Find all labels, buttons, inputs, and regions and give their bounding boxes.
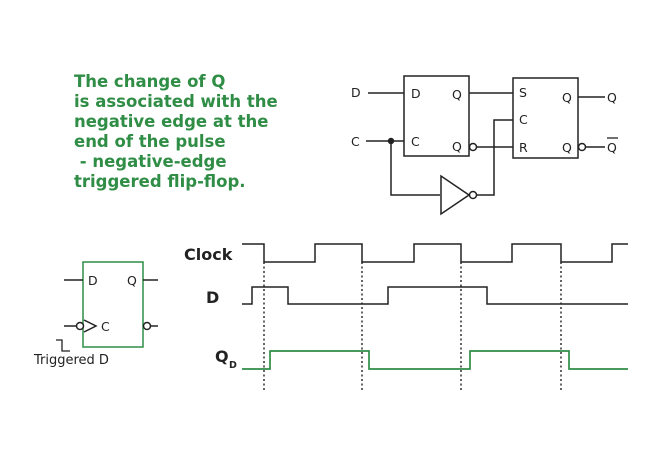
ff1-d-label: D <box>411 86 421 101</box>
q-waveform <box>242 350 628 370</box>
ff2-c-label: C <box>519 112 528 127</box>
edge-markers <box>263 262 562 392</box>
ff2-qbar-label: Q <box>562 140 572 155</box>
symbol-c-bubble <box>75 321 85 331</box>
ff1-qbar-label: Q <box>452 139 462 154</box>
description-line: is associated with the <box>74 92 278 111</box>
d-input-label: D <box>351 85 361 100</box>
symbol-q-label: Q <box>127 273 137 288</box>
d-signal-label: D <box>206 288 219 307</box>
d-waveform <box>242 286 628 305</box>
triggered-d-symbol <box>56 261 158 352</box>
ff2-s-label: S <box>519 85 527 100</box>
description-text: The change of Q is associated with the n… <box>74 72 278 192</box>
symbol-d-label: D <box>88 273 98 288</box>
qbar1-bubble <box>468 142 478 152</box>
clock-waveform <box>242 243 628 263</box>
symbol-box <box>82 261 144 348</box>
description-line: triggered flip-flop. <box>74 172 246 191</box>
symbol-caption: Triggered D <box>33 353 109 368</box>
circuit-schematic <box>366 75 618 216</box>
sr-latch-box <box>512 77 579 159</box>
symbol-clock-triangle <box>83 319 98 333</box>
description-line: end of the pulse <box>74 132 226 151</box>
symbol-c-label: C <box>101 319 110 334</box>
clock-label: Clock <box>184 245 233 264</box>
q-subscript: D <box>229 360 237 371</box>
ff2-q-label: Q <box>562 90 572 105</box>
qbar2-bubble <box>577 142 587 152</box>
inverter-gate <box>440 174 471 216</box>
symbol-qbar-bubble <box>142 321 152 331</box>
falling-edge-icon <box>56 339 70 352</box>
inverter-to-c-wire <box>477 119 513 196</box>
ff2-r-label: R <box>519 140 528 155</box>
qbar-output-label: Q <box>607 140 617 155</box>
description-line: negative edge at the <box>74 112 269 131</box>
ff1-c-label: C <box>411 134 420 149</box>
description-line: The change of Q <box>74 72 226 91</box>
c-input-label: C <box>351 134 360 149</box>
timing-diagram <box>242 243 628 392</box>
q-signal-label: Q <box>215 347 229 366</box>
q-output-label: Q <box>607 90 617 105</box>
ff1-q-label: Q <box>452 87 462 102</box>
clock-to-inverter-wire <box>390 141 440 196</box>
d-latch-box <box>403 75 470 157</box>
description-line: - negative-edge <box>74 152 227 171</box>
inverter-bubble <box>468 190 478 200</box>
